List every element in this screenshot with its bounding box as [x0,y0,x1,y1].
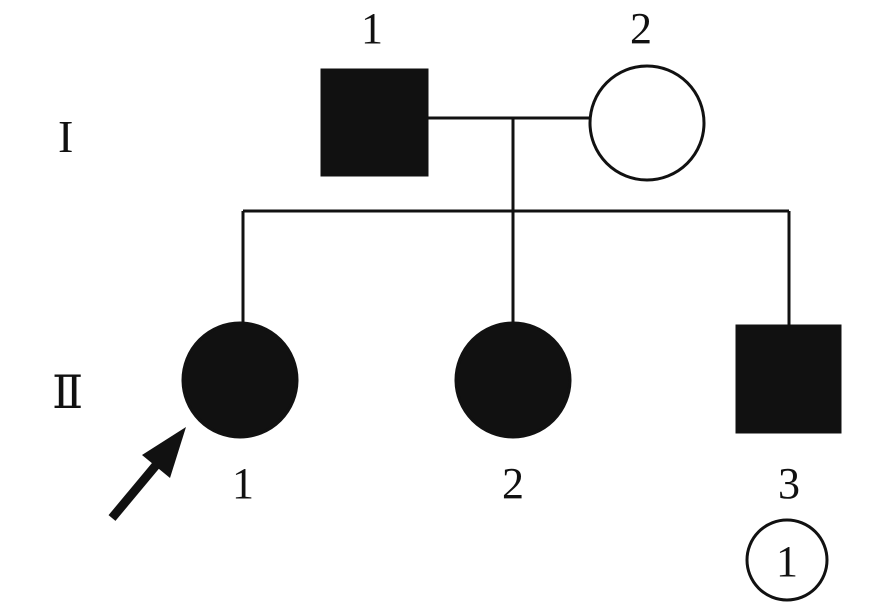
unaffected-female-I-2 [588,64,706,182]
annotation-circle [745,518,829,602]
member-number-II-1: 1 [232,459,254,508]
member-number-I-1: 1 [361,4,383,53]
affected-female-II-2 [454,321,572,439]
member-number-I-2: 2 [630,4,652,53]
generation-label-2: Ⅱ [52,367,83,418]
member-number-II-2: 2 [502,459,524,508]
member-number-II-3: 3 [778,459,800,508]
annotation-number: 1 [776,537,798,586]
generation-label-1: I [58,111,73,162]
proband-arrow-icon [108,427,186,521]
affected-male-I-1 [320,68,429,177]
affected-female-II-1 [181,321,299,439]
affected-male-II-3 [735,324,842,434]
